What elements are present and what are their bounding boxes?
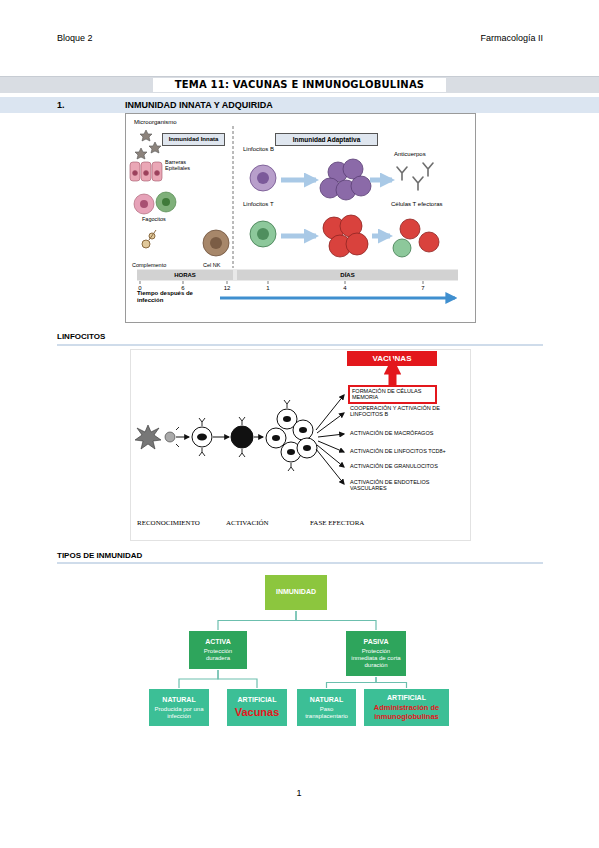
text-label: TIPOS DE INMUNIDAD [57,551,257,560]
text-label: Anticuerpos [394,151,454,158]
leaf-box: NATURAL Producida por una infección [148,688,210,727]
text-label: 12 [220,285,234,292]
lymphocyte-figure [131,350,471,541]
leaf-box: NATURAL Paso transplacentario [296,688,357,727]
text-label: Barreras Epiteliales [165,159,201,172]
node-heading: PASIVA [363,638,388,646]
text-label: ACTIVACIÓN DE MACRÓFAGOS [350,430,468,436]
block-arrow [389,371,397,385]
node-heading: HORAS [174,272,196,279]
text-label: Fagocitos [142,216,182,222]
node-body: INMUNIDAD INNATA Y ADQUIRIDA [125,97,273,113]
text-label: 1 [289,788,309,798]
heading-rule [57,345,543,346]
node-heading: Inmunidad Innata [169,136,219,143]
page-title: TEMA 11: VACUNAS E INMUNOGLOBULINAS [153,78,447,92]
rule [0,76,599,77]
node-body: Administración de inmunoglobulinas [366,704,447,721]
node-heading: ARTIFICIAL [238,696,277,704]
node-body: Paso transplacentario [299,706,354,720]
text-label: ACTIVACIÓN [226,519,296,527]
tree-connector [327,677,377,688]
text-label: Linfocitos B [243,146,298,153]
node-body: Vacunas [235,706,280,719]
text-label: Microorganismo [134,119,204,126]
text-label: ACTIVACIÓN DE GRANULOCITOS [350,463,468,469]
node-heading: DÍAS [340,272,354,279]
text-label: RECONOCIMIENTO [137,519,227,527]
timeline-band: DÍAS [237,270,458,280]
text-label: 7 [416,285,430,292]
node-body: Protección inmediata de corta duración [348,648,404,669]
text-label: Cel NK [203,262,237,268]
root-box: INMUNIDAD [264,574,328,611]
text-label: COOPERACIÓN Y ACTIVACIÓN DE LINFOCITOS B [350,405,468,418]
heading-rule [57,563,543,564]
phase-box: Inmunidad Adaptativa [275,133,378,146]
timeline-band: HORAS [137,270,233,280]
section-band: 1. INMUNIDAD INNATA Y ADQUIRIDA [0,97,599,113]
node-heading: NATURAL [310,696,343,704]
node-heading: NATURAL [162,696,195,704]
highlight-box: VACUNAS [347,351,437,366]
text-label: 4 [338,285,352,292]
text-label: Farmacología II [423,33,543,43]
text-label: FASE EFECTORA [310,519,400,527]
branch-box: ACTIVA Protección duradera [188,630,248,670]
branch-box: PASIVA Protección inmediata de corta dura… [345,630,407,677]
tree-connector [218,611,296,630]
node-heading: ARTIFICIAL [387,694,426,702]
tree-connector [376,677,407,688]
node-heading: VACUNAS [373,354,412,363]
tree-connector [218,670,257,688]
tree-connector [296,611,376,630]
text-label: ACTIVACIÓN DE ENDOTELIOS VASCULARES [350,479,450,492]
text-label: Bloque 2 [57,33,177,43]
node-body: Producida por una infección [151,706,207,720]
immunity-figure [126,114,476,323]
tree-connector [179,670,218,688]
node-heading: FORMACIÓN DE CÉLULAS MEMORIA [352,388,433,401]
leaf-box: ARTIFICIAL Vacunas [226,688,288,727]
text-label: Tiempo después de infección [137,290,209,304]
title-holder: TEMA 11: VACUNAS E INMUNOGLOBULINAS [0,77,599,93]
text-label: Linfocitos T [243,201,298,208]
title-band [0,77,599,93]
text-label: Células T efectoras [391,201,471,208]
text-label: Complemento [132,262,182,268]
node-heading: 1. [57,97,65,113]
text-label: 1 [261,285,275,292]
node-heading: INMUNIDAD [276,588,316,596]
node-body: Protección duradera [191,648,245,662]
text-label: ACTIVACIÓN DE LINFOCITOS TCD8+ [350,448,468,454]
text-label: LINFOCITOS [57,332,257,341]
node-heading: Inmunidad Adaptativa [293,136,361,143]
phase-box: Inmunidad Innata [162,133,225,146]
node-heading: ACTIVA [205,638,231,646]
leaf-box: ARTIFICIAL Administración de inmunoglobul… [363,688,450,727]
callout-box: FORMACIÓN DE CÉLULAS MEMORIA [348,385,437,404]
